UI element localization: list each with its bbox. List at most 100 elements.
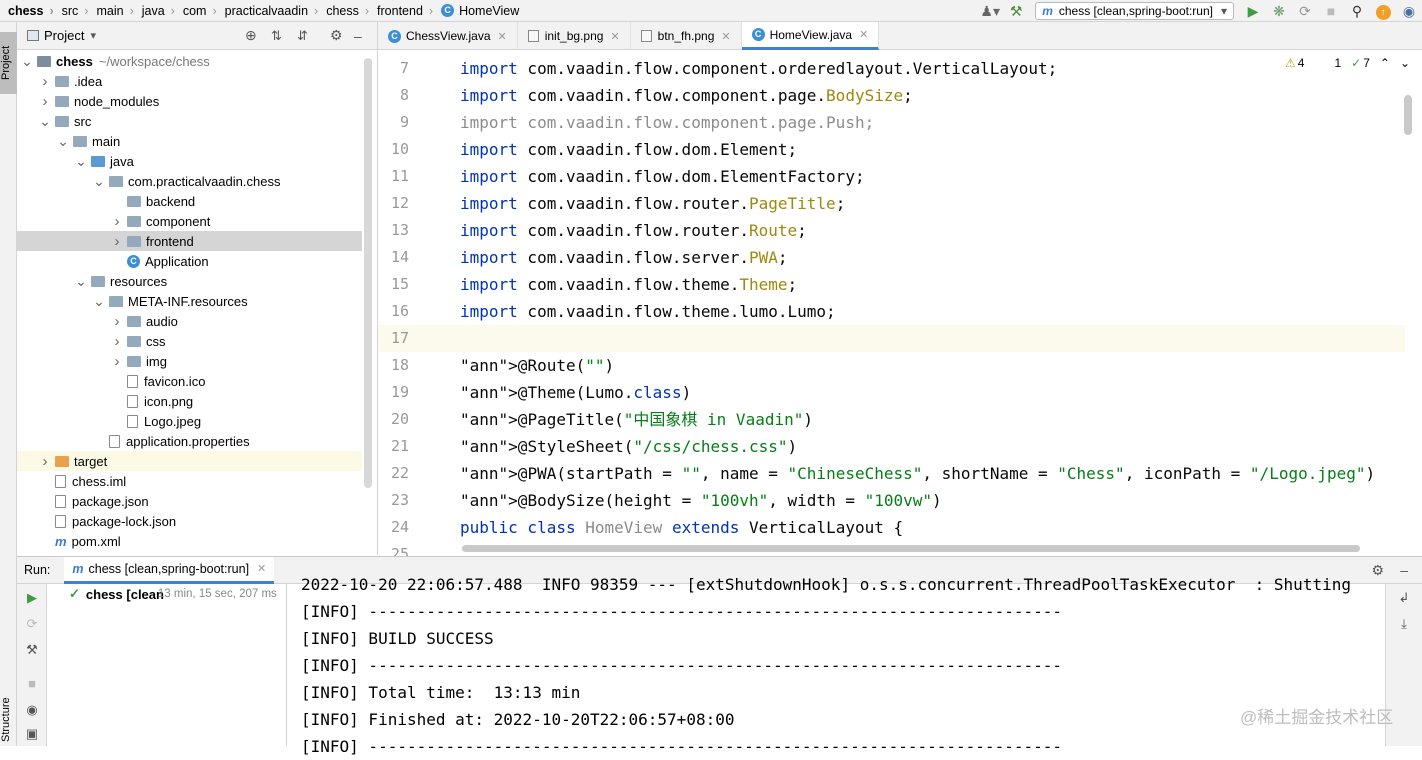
tree-item-img[interactable]: ›img (17, 351, 362, 371)
tree-item--idea[interactable]: ›.idea (17, 71, 362, 91)
profile-icon[interactable]: ⟳ (1299, 2, 1311, 19)
breadcrumb-item[interactable]: chess› (326, 3, 370, 18)
tree-item-src[interactable]: ⌄src (17, 111, 362, 131)
structure-tool-tab[interactable]: Structure (0, 697, 12, 742)
editor-tab[interactable]: btn_fh.png✕ (631, 22, 742, 50)
tree-item-audio[interactable]: ›audio (17, 311, 362, 331)
camera-icon[interactable]: ▣ (25, 726, 39, 741)
scroll-to-end-icon[interactable]: ⤓ (1401, 616, 1407, 631)
chevron-down-icon[interactable]: ⌄ (39, 112, 51, 129)
plugin-icon[interactable]: ◉ (1402, 2, 1416, 19)
eye-icon[interactable]: ◉ (26, 702, 38, 717)
tree-item-favicon-ico[interactable]: favicon.ico (17, 371, 362, 391)
chevron-down-icon[interactable]: ⌄ (1399, 56, 1411, 70)
breadcrumb-item[interactable]: frontend› (377, 3, 434, 18)
gear-icon[interactable]: ⚙ (1371, 561, 1384, 578)
tree-item-com-practicalvaadin-chess[interactable]: ⌄com.practicalvaadin.chess (17, 171, 362, 191)
run-tab[interactable]: m chess [clean,spring-boot:run] ✕ (64, 556, 275, 584)
breadcrumb-item[interactable]: java› (141, 3, 175, 18)
locate-icon[interactable]: ⊕ (245, 27, 257, 43)
minimize-icon[interactable]: – (354, 27, 362, 44)
console-output[interactable]: 2022-10-20 22:06:57.488 INFO 98359 --- [… (288, 575, 1385, 756)
breadcrumb-item[interactable]: com› (182, 3, 217, 18)
panel-divider[interactable] (377, 22, 378, 555)
close-icon[interactable]: ✕ (257, 563, 267, 575)
build-hammer-icon[interactable]: ⚒ (1009, 2, 1023, 19)
line-number: 16 (390, 302, 409, 320)
wrench-icon[interactable]: ⚒ (26, 642, 38, 657)
expand-all-icon[interactable]: ⇅ (271, 27, 282, 43)
tree-item-chess-iml[interactable]: chess.iml (17, 471, 362, 491)
chevron-right-icon[interactable]: › (114, 212, 120, 230)
project-scrollbar[interactable] (364, 58, 372, 488)
chevron-down-icon[interactable]: ⌄ (57, 132, 69, 149)
chevron-right-icon[interactable]: › (114, 352, 120, 370)
user-icon[interactable]: ♟▾ (980, 2, 1000, 19)
chevron-down-icon[interactable]: ⌄ (93, 172, 105, 189)
chevron-down-icon[interactable]: ⌄ (75, 272, 87, 289)
close-icon[interactable]: ✕ (721, 30, 731, 43)
run-icon[interactable]: ▶ (1247, 2, 1259, 19)
tree-item-main[interactable]: ⌄main (17, 131, 362, 151)
tree-item-resources[interactable]: ⌄resources (17, 271, 362, 291)
chevron-up-icon[interactable]: ⌃ (1379, 56, 1390, 70)
code-editor[interactable]: import com.vaadin.flow.component.ordered… (450, 50, 1405, 544)
tree-item-target[interactable]: ›target (17, 451, 362, 471)
inspection-widget[interactable]: ⚠4 1 ✓7 ⌃ ⌄ (1285, 56, 1410, 70)
chevron-right-icon[interactable]: › (114, 232, 120, 250)
project-tree[interactable]: ⌄chess~/workspace/chess›.idea›node_modul… (17, 50, 377, 555)
chevron-right-icon[interactable]: › (42, 92, 48, 110)
chevron-down-icon[interactable]: ⌄ (75, 152, 87, 169)
collapse-all-icon[interactable]: ⇵ (297, 27, 308, 43)
run-tree-item[interactable]: ✓ chess [clean 13 min, 15 sec, 207 ms (69, 586, 277, 602)
tree-item-application-properties[interactable]: application.properties (17, 431, 362, 451)
tree-item-component[interactable]: ›component (17, 211, 362, 231)
stop-icon[interactable]: ■ (1326, 3, 1336, 19)
close-icon[interactable]: ✕ (859, 29, 869, 41)
run-configuration-select[interactable]: m chess [clean,spring-boot:run] ▾ (1035, 2, 1234, 20)
close-icon[interactable]: ✕ (610, 30, 620, 43)
tree-item-logo-jpeg[interactable]: Logo.jpeg (17, 411, 362, 431)
project-tool-tab[interactable]: Project (0, 32, 17, 94)
update-icon[interactable]: ↑ (1370, 2, 1396, 20)
stop-icon[interactable]: ■ (28, 676, 36, 691)
debug-icon[interactable]: ❋ (1273, 2, 1285, 19)
gear-icon[interactable]: ⚙ (330, 27, 343, 43)
chevron-down-icon[interactable]: ▾ (90, 30, 96, 42)
tree-item-backend[interactable]: backend (17, 191, 362, 211)
chevron-down-icon[interactable]: ⌄ (93, 292, 105, 309)
editor-horizontal-scrollbar[interactable] (462, 545, 1360, 552)
breadcrumb-item[interactable]: practicalvaadin› (224, 3, 319, 18)
breadcrumb-item[interactable]: src› (61, 3, 89, 18)
editor-tab[interactable]: init_bg.png✕ (518, 22, 631, 50)
chevron-right-icon[interactable]: › (114, 332, 120, 350)
tree-item-css[interactable]: ›css (17, 331, 362, 351)
tree-item-node-modules[interactable]: ›node_modules (17, 91, 362, 111)
tree-item-chess[interactable]: ⌄chess~/workspace/chess (17, 51, 362, 71)
chevron-right-icon[interactable]: › (114, 312, 120, 330)
chevron-right-icon[interactable]: › (42, 72, 48, 90)
search-everywhere-icon[interactable]: ⚲ (1351, 2, 1363, 19)
tree-item-package-json[interactable]: package.json (17, 491, 362, 511)
rerun-icon[interactable]: ▶ (27, 590, 37, 605)
tree-item-meta-inf-resources[interactable]: ⌄META-INF.resources (17, 291, 362, 311)
rerun-failed-icon[interactable]: ⟳ (26, 616, 38, 631)
soft-wrap-icon[interactable]: ↲ (1398, 590, 1410, 605)
breadcrumb-item[interactable]: main› (96, 3, 134, 18)
project-view-select[interactable]: Project (44, 28, 85, 43)
chevron-right-icon[interactable]: › (42, 452, 48, 470)
minimize-icon[interactable]: – (1400, 562, 1408, 578)
tree-item-frontend[interactable]: ›frontend (17, 231, 362, 251)
editor-scrollbar[interactable] (1404, 95, 1412, 135)
tree-item-package-lock-json[interactable]: package-lock.json (17, 511, 362, 531)
close-icon[interactable]: ✕ (497, 30, 507, 43)
tree-item-java[interactable]: ⌄java (17, 151, 362, 171)
tree-item-icon-png[interactable]: icon.png (17, 391, 362, 411)
breadcrumb-item[interactable]: chess› (8, 3, 54, 18)
chevron-down-icon[interactable]: ⌄ (21, 52, 33, 69)
